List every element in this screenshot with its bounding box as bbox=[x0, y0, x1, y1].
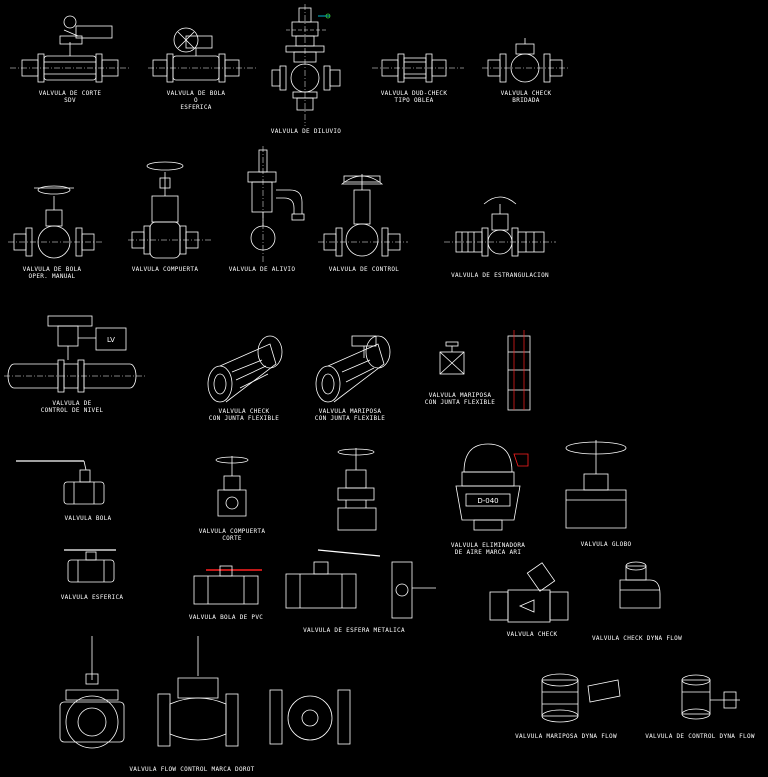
esfera-metalica-valve-symbol bbox=[285, 549, 436, 619]
label-control-dyna: VALVULA DE CONTROL DYNA FLOW bbox=[645, 733, 755, 740]
globo-small-valve-symbol bbox=[337, 448, 377, 531]
check-junta-valve-symbol bbox=[207, 335, 283, 403]
esferica-valve-symbol bbox=[64, 549, 116, 583]
mariposa-dyna-symbol bbox=[541, 673, 621, 723]
bola-valve-symbol bbox=[16, 460, 105, 505]
control-nivel-valve-symbol bbox=[4, 315, 146, 393]
label-flow-control: VALVULA FLOW CONTROL MARCA DOROT bbox=[129, 766, 255, 773]
lv-tag: LV bbox=[107, 336, 115, 344]
label-esfera-metalica: VALVULA DE ESFERA METALICA bbox=[303, 627, 405, 634]
bola-pvc-valve-symbol bbox=[193, 565, 262, 605]
globo-valve-symbol bbox=[565, 440, 627, 529]
label-bola: VALVULA BOLA bbox=[64, 515, 112, 522]
estrangulacion-valve-symbol bbox=[444, 196, 556, 257]
d040-tag: D-040 bbox=[477, 497, 498, 505]
label-control: VALVULA DE CONTROL bbox=[328, 266, 400, 273]
label-mariposa-dyna: VALVULA MARIPOSA DYNA FLOW bbox=[515, 733, 617, 740]
check-bridada-valve-symbol bbox=[482, 38, 570, 83]
compuerta-corte-valve-symbol bbox=[215, 456, 249, 517]
mariposa-junta-2-valve-symbol bbox=[439, 330, 531, 411]
bola-manual-valve-symbol bbox=[8, 185, 104, 259]
check-valve-symbol bbox=[489, 562, 569, 623]
label-compuerta: VALVULA COMPUERTA bbox=[131, 266, 199, 273]
alivio-valve-symbol bbox=[247, 146, 305, 262]
label-bola-pvc: VALVULA BOLA DE PVC bbox=[188, 614, 264, 621]
label-diluvio: VALVULA DE DILUVIO bbox=[270, 128, 342, 135]
label-alivio: VALVULA DE ALIVIO bbox=[228, 266, 296, 273]
sdv-valve-symbol bbox=[10, 15, 130, 83]
bola-esferica-valve-symbol bbox=[148, 27, 258, 83]
dud-check-valve-symbol bbox=[372, 53, 464, 83]
compuerta-valve-symbol bbox=[128, 161, 212, 259]
label-check: VALVULA CHECK bbox=[506, 631, 558, 638]
check-dyna-valve-symbol bbox=[619, 561, 661, 609]
label-check-dyna: VALVULA CHECK DYNA FLOW bbox=[592, 635, 682, 642]
flow-control-dorot-symbol bbox=[59, 636, 351, 749]
control-dyna-symbol bbox=[681, 674, 740, 720]
label-esferica: VALVULA ESFERICA bbox=[60, 594, 124, 601]
label-globo: VALVULA GLOBO bbox=[580, 541, 632, 548]
eliminadora-aire-valve-symbol bbox=[455, 443, 529, 531]
diluvio-valve-symbol bbox=[271, 4, 341, 126]
control-valve-symbol bbox=[318, 174, 408, 257]
label-estrangulacion: VALVULA DE ESTRANGULACION bbox=[451, 272, 549, 279]
mariposa-junta-valve-symbol bbox=[315, 335, 391, 403]
